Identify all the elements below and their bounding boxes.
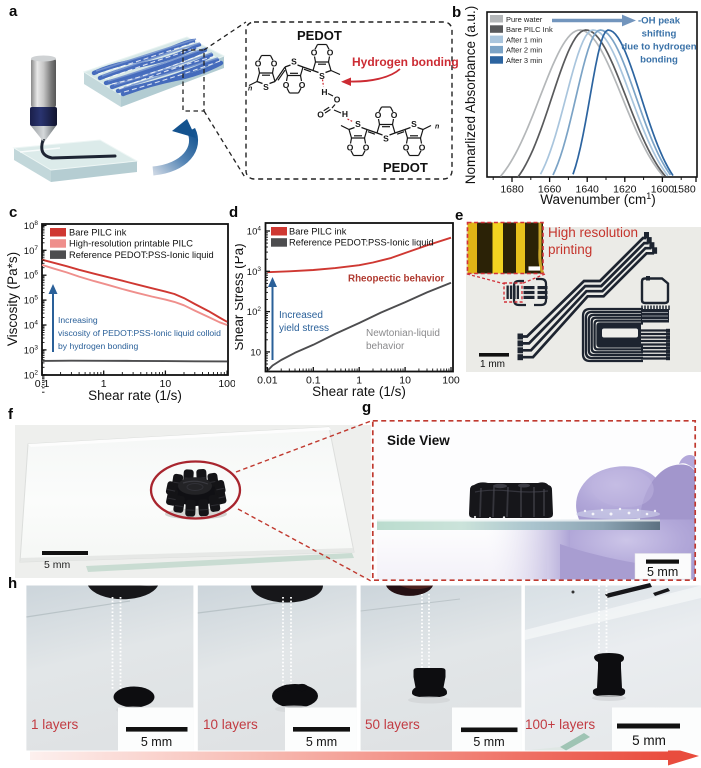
svg-text:100: 100	[442, 375, 460, 387]
svg-text:O: O	[255, 58, 262, 68]
svg-text:S: S	[319, 71, 325, 81]
svg-text:After 3 min: After 3 min	[506, 56, 542, 65]
svg-text:1: 1	[101, 378, 107, 390]
svg-text:viscosity of PEDOT:PSS-Ionic l: viscosity of PEDOT:PSS-Ionic liquid coll…	[58, 328, 221, 338]
svg-text:0.01: 0.01	[257, 375, 278, 387]
svg-text:Hydrogen bonding: Hydrogen bonding	[352, 55, 459, 69]
svg-text:5 mm: 5 mm	[141, 735, 172, 749]
svg-text:5 mm: 5 mm	[632, 733, 666, 748]
svg-text:O: O	[347, 142, 354, 152]
svg-text:-OH peak: -OH peak	[638, 16, 681, 27]
svg-text:PEDOT: PEDOT	[383, 160, 428, 175]
svg-text:10: 10	[160, 378, 172, 390]
svg-text:S: S	[263, 82, 269, 92]
svg-text:107: 107	[24, 245, 39, 257]
svg-text:O: O	[327, 47, 334, 57]
svg-text:n: n	[435, 124, 439, 131]
svg-text:O: O	[311, 47, 318, 57]
svg-text:102: 102	[247, 306, 262, 318]
svg-text:103: 103	[247, 266, 262, 278]
svg-text:108: 108	[24, 220, 39, 232]
svg-text:Wavenumber (cm1): Wavenumber (cm1)	[540, 191, 656, 207]
svg-text:50 layers: 50 layers	[365, 717, 420, 732]
svg-text:1660: 1660	[538, 184, 562, 196]
svg-text:Side View: Side View	[387, 433, 450, 448]
svg-text:5 mm: 5 mm	[306, 735, 337, 749]
svg-text:5 mm: 5 mm	[44, 559, 71, 571]
svg-text:1 mm: 1 mm	[480, 359, 505, 370]
svg-text:n: n	[248, 86, 252, 93]
svg-text:0.1: 0.1	[35, 378, 50, 390]
svg-text:behavior: behavior	[366, 341, 405, 352]
svg-text:103: 103	[24, 344, 39, 356]
svg-text:O: O	[391, 110, 398, 120]
svg-text:10: 10	[250, 347, 261, 358]
svg-text:O: O	[403, 142, 410, 152]
svg-text:Bare PILC Ink: Bare PILC Ink	[506, 25, 553, 34]
svg-text:O: O	[271, 58, 278, 68]
svg-text:After 1 min: After 1 min	[506, 35, 542, 44]
svg-text:printing: printing	[548, 242, 592, 257]
svg-text:Rheopectic behavior: Rheopectic behavior	[348, 274, 445, 285]
svg-text:Reference PEDOT:PSS-Ionic liqu: Reference PEDOT:PSS-Ionic liquid	[69, 250, 214, 260]
svg-text:Increased: Increased	[279, 310, 323, 321]
svg-text:S: S	[355, 119, 361, 129]
svg-text:5 mm: 5 mm	[473, 735, 504, 749]
svg-text:Pure water: Pure water	[506, 15, 543, 24]
svg-text:After 2 min: After 2 min	[506, 46, 542, 55]
svg-text:O: O	[317, 110, 324, 120]
svg-text:1 layers: 1 layers	[31, 717, 79, 732]
svg-text:S: S	[411, 119, 417, 129]
svg-text:104: 104	[24, 320, 39, 332]
svg-text:O: O	[299, 80, 306, 90]
svg-text:Shear rate (1/s): Shear rate (1/s)	[312, 384, 406, 399]
svg-text:1620: 1620	[613, 184, 637, 196]
svg-text:1680: 1680	[500, 184, 524, 196]
svg-text:100: 100	[218, 378, 235, 390]
svg-text:O: O	[375, 110, 382, 120]
svg-text:0.1: 0.1	[306, 375, 321, 387]
svg-text:1600: 1600	[651, 184, 675, 196]
svg-text:O: O	[363, 142, 370, 152]
svg-text:High resolution: High resolution	[548, 225, 638, 240]
svg-text:105: 105	[24, 295, 39, 307]
svg-text:H: H	[321, 87, 327, 97]
svg-text:yield stress: yield stress	[279, 323, 329, 334]
svg-text:Nomarlized Absorbance (a.u.): Nomarlized Absorbance (a.u.)	[463, 6, 478, 185]
svg-text:106: 106	[24, 270, 39, 282]
svg-text:Increasing: Increasing	[58, 315, 98, 325]
svg-text:High-resolution printable PILC: High-resolution printable PILC	[69, 239, 193, 249]
svg-text:10 layers: 10 layers	[203, 717, 258, 732]
svg-text:O: O	[334, 95, 341, 105]
svg-text:Viscosity (Pa*s): Viscosity (Pa*s)	[5, 252, 20, 346]
svg-text:Bare PILC ink: Bare PILC ink	[289, 227, 347, 237]
svg-text:by hydrogen bonding: by hydrogen bonding	[58, 341, 138, 351]
svg-text:S: S	[291, 57, 297, 67]
svg-text:Reference PEDOT:PSS-Ionic liqu: Reference PEDOT:PSS-Ionic liquid	[289, 238, 434, 248]
svg-text:S: S	[383, 134, 389, 144]
svg-text:1640: 1640	[576, 184, 600, 196]
svg-text:104: 104	[247, 226, 262, 238]
svg-text:H: H	[342, 109, 348, 119]
svg-text:10: 10	[399, 375, 411, 387]
svg-text:Shear rate (1/s): Shear rate (1/s)	[88, 388, 182, 403]
svg-text:1580: 1580	[672, 184, 696, 196]
svg-text:1: 1	[356, 375, 362, 387]
svg-text:Shear Stress (Pa): Shear Stress (Pa)	[235, 243, 246, 350]
svg-text:5 mm: 5 mm	[647, 565, 678, 579]
svg-text:due to hydrogen: due to hydrogen	[621, 42, 696, 53]
svg-text:Bare PILC ink: Bare PILC ink	[69, 228, 127, 238]
svg-text:Newtonian-liquid: Newtonian-liquid	[366, 328, 440, 339]
svg-text:bonding: bonding	[640, 55, 678, 66]
svg-text:shifting: shifting	[642, 29, 677, 40]
svg-text:O: O	[283, 80, 290, 90]
svg-text:O: O	[419, 142, 426, 152]
svg-text:100+ layers: 100+ layers	[525, 717, 595, 732]
svg-text:PEDOT: PEDOT	[297, 28, 342, 43]
